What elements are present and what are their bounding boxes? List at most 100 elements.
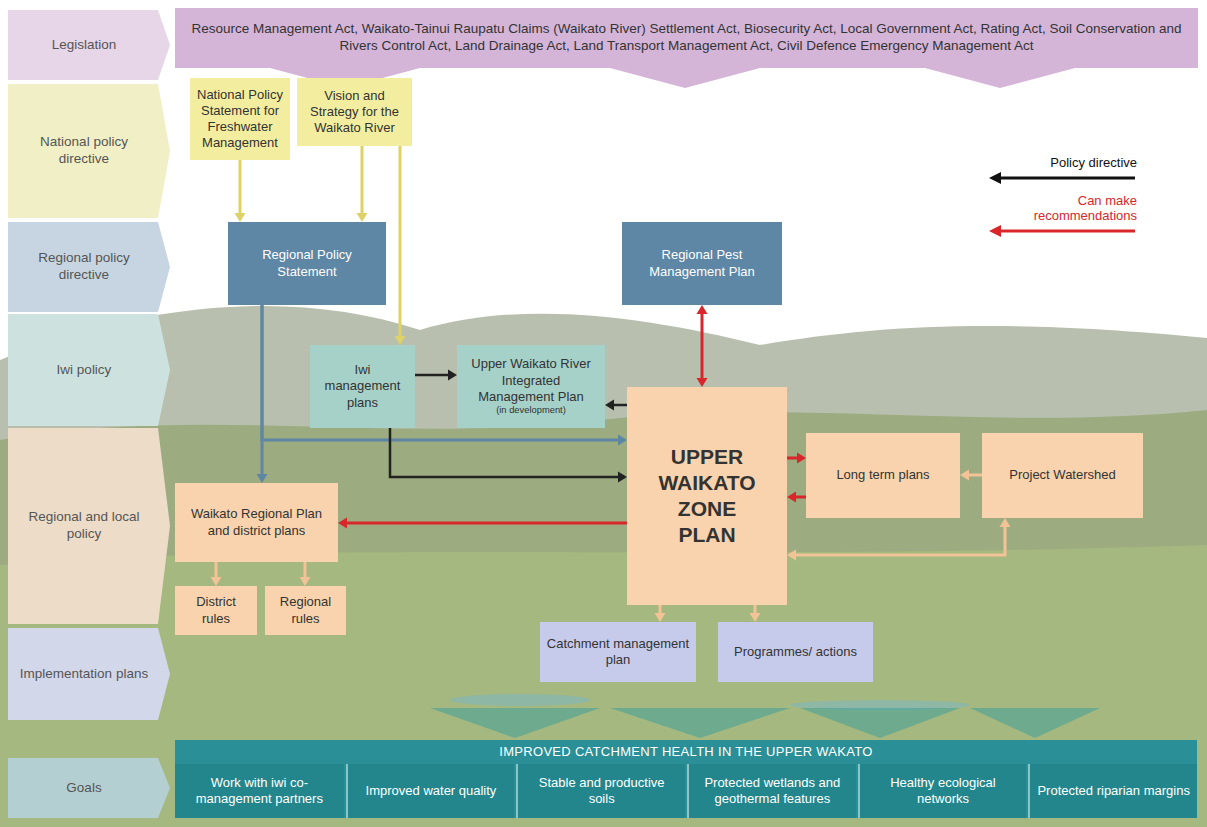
implementation-box: Catchment management plan	[540, 622, 696, 682]
connector	[395, 146, 406, 345]
regional-policy-box: Regional Policy Statement	[228, 222, 386, 305]
tier-band: Regional policy directive	[8, 222, 170, 312]
legend-line	[999, 229, 1135, 232]
box-label: Healthy ecological networks	[866, 775, 1021, 808]
connector	[787, 492, 806, 503]
connector	[300, 562, 311, 586]
box-label: Regional policy directive	[14, 250, 154, 284]
arrowhead	[787, 492, 796, 503]
box-label: Vision and Strategy for the Waikato Rive…	[303, 88, 406, 137]
tier-band: Goals	[8, 758, 170, 818]
connector	[787, 453, 806, 464]
arrowhead	[655, 613, 666, 622]
arrowhead	[697, 305, 708, 314]
box-label: Regional and local policy	[14, 509, 154, 543]
regional-policy-box: Regional Pest Management Plan	[622, 222, 782, 305]
legend: Policy directiveCan make recommendations	[985, 155, 1137, 246]
connector	[750, 605, 761, 622]
box-label: Upper Waikato River Integrated Managemen…	[463, 356, 599, 405]
connector-line	[304, 562, 307, 578]
box-label: National policy directive	[14, 134, 154, 168]
legislation-chevron	[610, 68, 760, 88]
fields	[0, 545, 1207, 827]
rules-box: Regional rules	[265, 586, 346, 635]
box-label: Protected riparian margins	[1037, 783, 1189, 799]
connector-line	[361, 146, 364, 214]
box-label: District rules	[181, 594, 251, 627]
connector-line	[390, 428, 619, 477]
box-label: Iwi policy	[57, 362, 112, 379]
box-label: National Policy Statement for Freshwater…	[196, 87, 284, 152]
box-label: Waikato Regional Plan and district plans	[181, 506, 332, 539]
connector	[655, 605, 666, 622]
legend-arrow-sample	[985, 224, 1137, 238]
goals-chevron	[970, 708, 1100, 738]
box-label: Stable and productive soils	[524, 775, 679, 808]
national-policy-box: Vision and Strategy for the Waikato Rive…	[297, 78, 412, 146]
goals-chevron	[800, 708, 960, 738]
box-label: Iwi management plans	[316, 362, 409, 411]
connector	[787, 518, 1011, 561]
legend-entry: Policy directive	[985, 155, 1137, 185]
box-label: Legislation	[52, 37, 117, 54]
box-label: Long term plans	[836, 467, 929, 483]
connector	[211, 562, 222, 586]
connector-line	[787, 457, 798, 460]
goal-cell: Protected wetlands and geothermal featur…	[687, 764, 856, 818]
connector-line	[215, 562, 218, 578]
goal-cell: Improved water quality	[346, 764, 515, 818]
connector-line	[795, 496, 806, 499]
connector	[235, 160, 246, 222]
tier-band: Legislation	[8, 10, 170, 80]
local-plan-box: Waikato Regional Plan and district plans	[175, 483, 338, 562]
arrowhead	[338, 518, 347, 529]
arrowhead	[448, 370, 457, 381]
iwi-policy-box: Iwi management plans	[310, 345, 415, 428]
box-label: UPPER WAIKATO ZONE PLAN	[655, 444, 760, 549]
tier-band: Regional and local policy	[8, 428, 170, 624]
box-label: Work with iwi co-management partners	[181, 775, 338, 808]
connector-line	[613, 404, 627, 407]
connector-line	[968, 474, 982, 477]
box-label: Regional rules	[271, 594, 340, 627]
legend-arrowhead	[989, 172, 1001, 184]
goal-cell: Protected riparian margins	[1028, 764, 1197, 818]
box-label: Goals	[66, 780, 101, 797]
connector	[357, 146, 368, 222]
arrowhead	[750, 613, 761, 622]
box-label: Catchment management plan	[546, 636, 690, 669]
box-label: Programmes/ actions	[734, 644, 857, 660]
legend-entry: Can make recommendations	[985, 193, 1137, 238]
arrowhead	[618, 472, 627, 483]
box-label: IMPROVED CATCHMENT HEALTH IN THE UPPER W…	[499, 744, 872, 760]
box-label: Protected wetlands and geothermal featur…	[695, 775, 850, 808]
arrowhead	[357, 213, 368, 222]
local-plan-box: Project Watershed	[982, 433, 1143, 518]
arrowhead	[960, 470, 969, 481]
connector-line	[795, 526, 1005, 555]
lake	[450, 694, 590, 706]
box-label: Resource Management Act, Waikato-Tainui …	[181, 21, 1192, 55]
goals-chevron	[430, 708, 600, 738]
rules-box: District rules	[175, 586, 257, 635]
box-label: Improved water quality	[366, 783, 497, 799]
arrowhead	[211, 577, 222, 586]
goals-chevron	[610, 708, 790, 738]
legislation-box: Resource Management Act, Waikato-Tainui …	[175, 8, 1198, 68]
box-label: Regional Pest Management Plan	[628, 247, 776, 280]
arrowhead	[618, 435, 627, 446]
connector	[605, 400, 627, 411]
connector-line	[399, 146, 402, 337]
connector	[415, 370, 457, 381]
box-label: Regional Policy Statement	[234, 247, 380, 280]
zone-plan-box: UPPER WAIKATO ZONE PLAN	[627, 387, 787, 605]
goal-cell: Healthy ecological networks	[858, 764, 1027, 818]
tier-band: Iwi policy	[8, 314, 170, 426]
connector-line	[239, 160, 242, 214]
legislation-chevron	[925, 68, 1075, 88]
arrowhead	[697, 378, 708, 387]
connector-line	[262, 305, 619, 440]
national-policy-box: National Policy Statement for Freshwater…	[190, 78, 290, 160]
